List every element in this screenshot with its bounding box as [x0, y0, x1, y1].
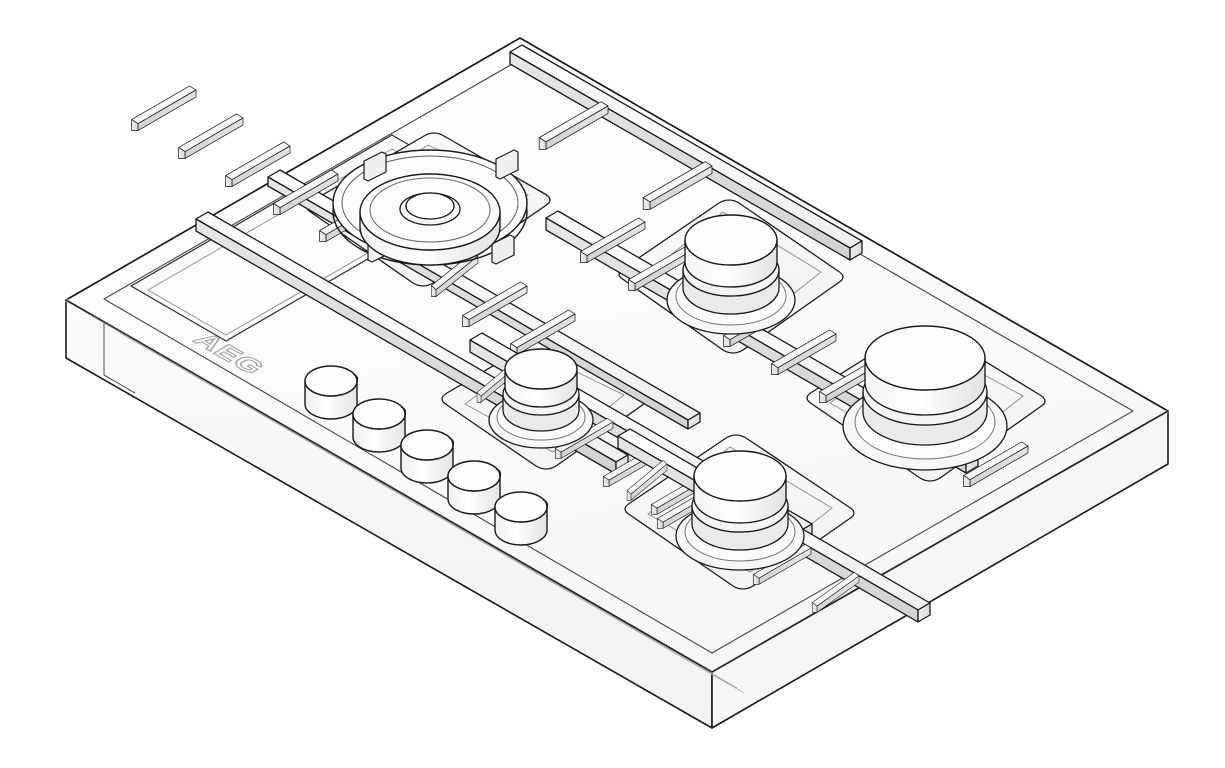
control-knob[interactable] [304, 365, 359, 420]
grate-rung [178, 113, 244, 159]
burner-wok[interactable] [332, 149, 528, 266]
burner-rear-right[interactable] [842, 325, 1008, 471]
burner-cap-top [864, 325, 986, 391]
burner-front-left[interactable] [488, 348, 594, 449]
grate-rung [131, 85, 197, 131]
burner-cap-top [684, 214, 778, 266]
control-knob[interactable] [352, 398, 407, 453]
control-knob[interactable] [447, 460, 502, 515]
control-knob-row[interactable] [304, 365, 549, 546]
burner-rear-center[interactable] [666, 214, 796, 335]
burner-front-right[interactable] [675, 450, 805, 571]
control-knob[interactable] [494, 491, 549, 546]
control-knob[interactable] [400, 429, 455, 484]
cooktop-body [65, 299, 1169, 729]
wok-trivet-posts [363, 149, 519, 265]
wok-cap-centre-hole-inner [405, 192, 455, 220]
burner-cap-top [693, 450, 787, 502]
grate-rear-spine-upper[interactable] [509, 44, 863, 261]
burner-cap-top [504, 348, 578, 390]
